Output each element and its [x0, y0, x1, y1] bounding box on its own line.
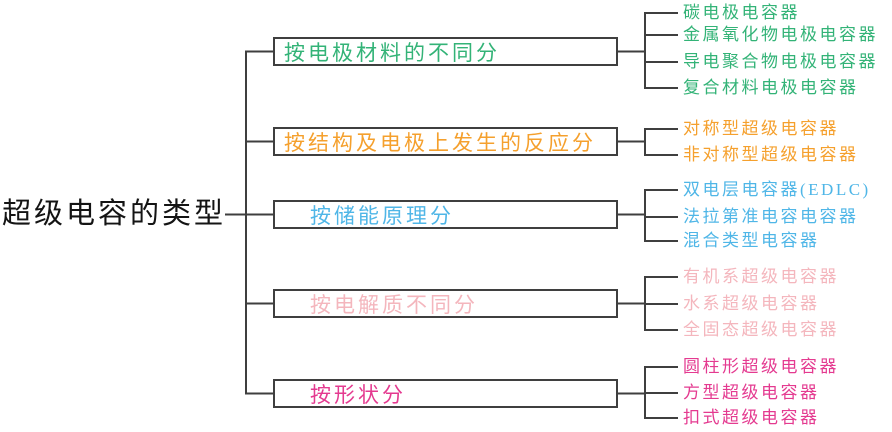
leaf-label: 混合类型电容器	[683, 231, 820, 250]
leaf-label: 双电层电容器(EDLC)	[683, 180, 871, 199]
leaf-label: 圆柱形超级电容器	[683, 357, 839, 376]
leaf-label: 水系超级电容器	[683, 294, 820, 313]
leaf-label: 金属氧化物电极电容器	[683, 25, 878, 44]
leaf-label: 方型超级电容器	[683, 383, 820, 402]
branch-box-electrolyte: 按电解质不同分	[273, 289, 618, 318]
leaf-label: 碳电极电容器	[683, 3, 800, 22]
leaf-label: 全固态超级电容器	[683, 320, 839, 339]
branch-box-shape: 按形状分	[273, 379, 618, 408]
leaf-label: 有机系超级电容器	[683, 267, 839, 286]
leaf-label: 对称型超级电容器	[683, 119, 839, 138]
branch-box-label: 按电解质不同分	[310, 292, 478, 317]
branch-box-energy-storage-principle: 按储能原理分	[273, 200, 618, 229]
branch-box-label: 按结构及电极上发生的反应分	[284, 130, 596, 155]
leaf-label: 复合材料电极电容器	[683, 78, 859, 97]
branch-box-label: 按电极材料的不同分	[284, 40, 500, 65]
branch-box-label: 按储能原理分	[310, 203, 454, 228]
branch-box-structure-reaction: 按结构及电极上发生的反应分	[273, 127, 618, 156]
leaf-label: 非对称型超级电容器	[683, 145, 859, 164]
leaf-label: 法拉第准电容电容器	[683, 207, 859, 226]
leaf-label: 导电聚合物电极电容器	[683, 52, 878, 71]
branch-box-label: 按形状分	[310, 382, 406, 407]
root-label: 超级电容的类型	[2, 198, 227, 230]
branch-box-electrode-material: 按电极材料的不同分	[273, 37, 618, 66]
leaf-label: 扣式超级电容器	[683, 408, 820, 427]
